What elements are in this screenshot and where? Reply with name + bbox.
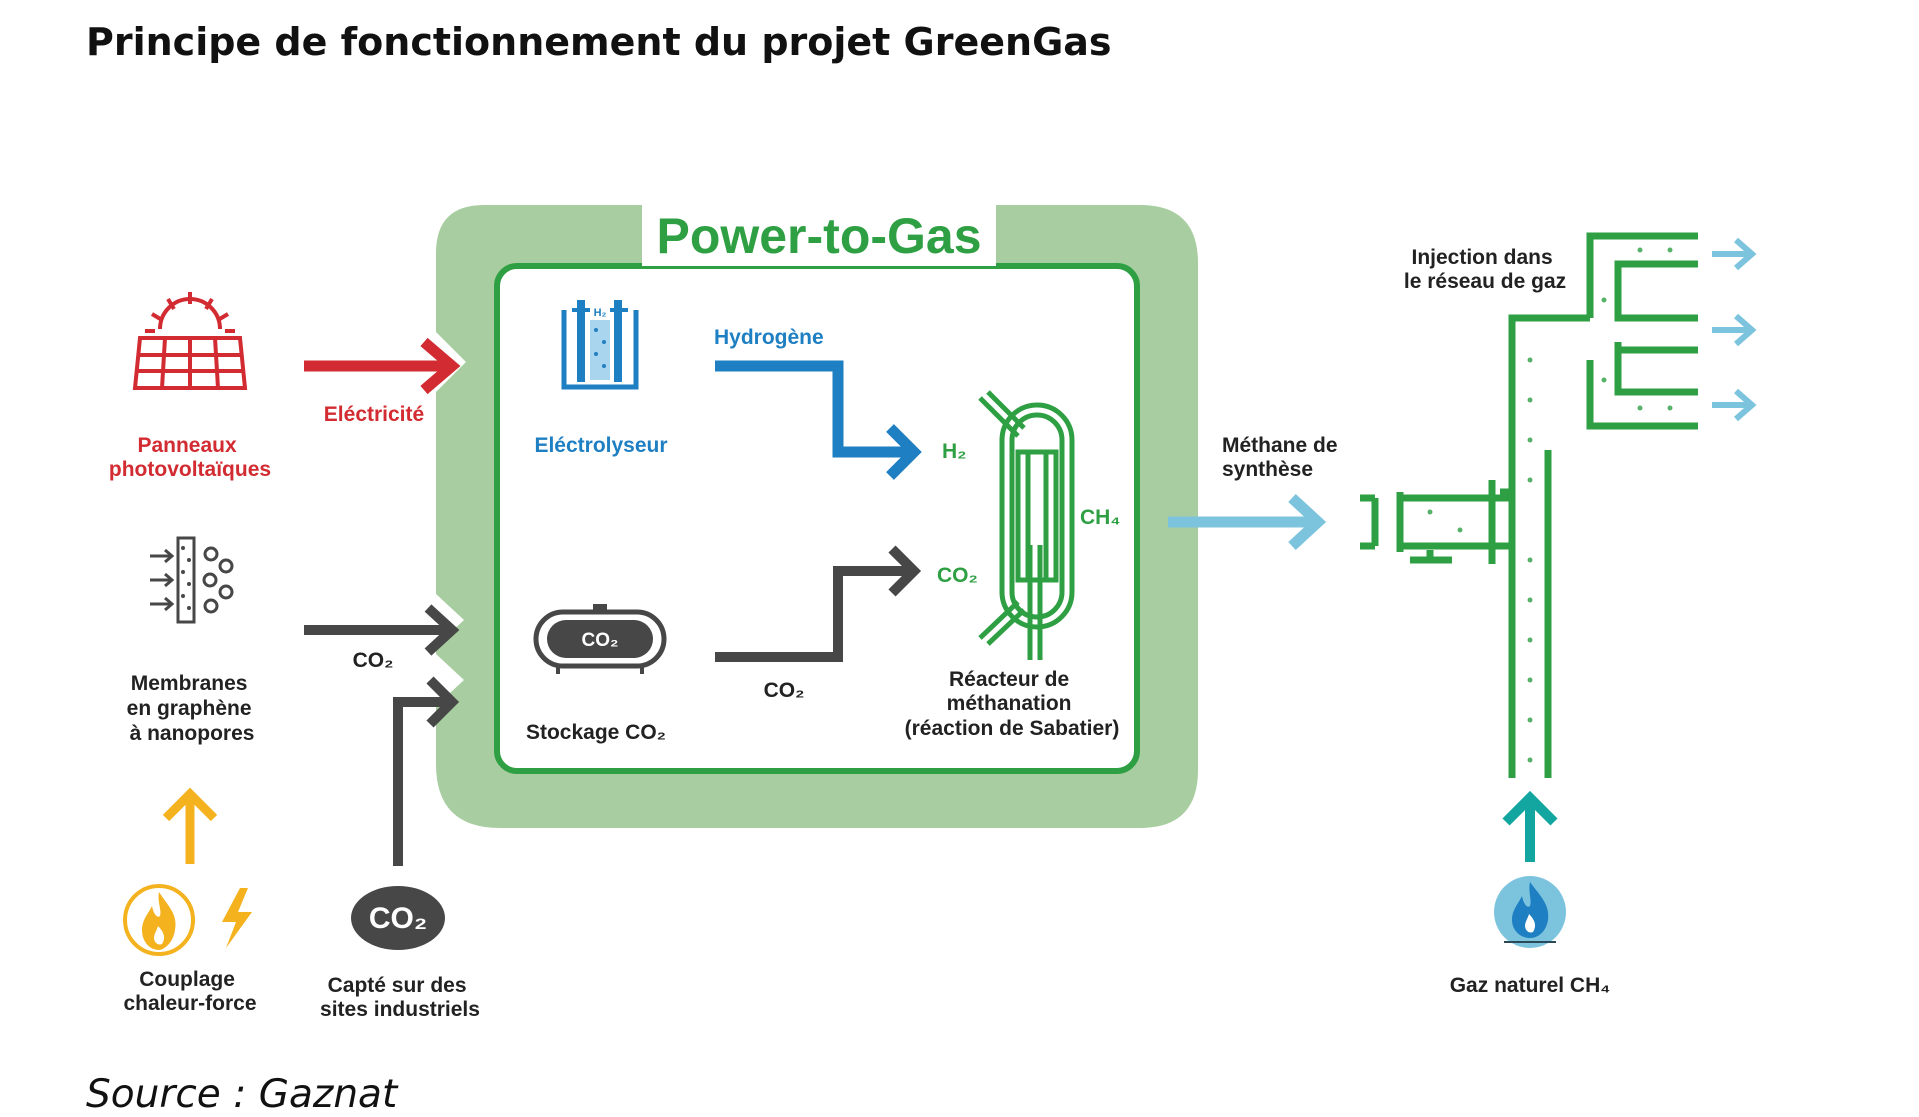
svg-text:Couplage chaleur-force: Couplage chaleur-force <box>123 968 256 1015</box>
methane-label-2: synthèse <box>1222 458 1313 481</box>
stockage-label: Stockage CO₂ <box>526 721 666 744</box>
electrolyser-icon: H₂ <box>561 300 639 390</box>
power-to-gas-frame: Power-to-Gas <box>436 200 1198 828</box>
co2-tank-icon: CO₂ <box>533 604 667 674</box>
svg-text:Injection dans le réseau d: Injection dans le réseau de gaz <box>1404 246 1566 293</box>
panneaux-label-2: photovoltaïques <box>109 458 271 481</box>
co2-tank-label: CO₂ <box>582 630 619 651</box>
natural-gas-flame-icon <box>1494 876 1566 948</box>
svg-text:Capté sur des sites indust: Capté sur des sites industriels <box>320 974 480 1021</box>
co2-badge: CO₂ <box>351 886 445 950</box>
membranes-label-2: en graphène <box>127 697 252 720</box>
page-title: Principe de fonctionnement du projet Gre… <box>86 20 1112 64</box>
ch4-reactor-label: CH₄ <box>1080 506 1120 529</box>
co2-reactor-label: CO₂ <box>937 564 978 587</box>
methane-label-1: Méthane de <box>1222 434 1338 457</box>
lightning-icon <box>222 888 252 948</box>
co2-badge-label: CO₂ <box>369 902 427 935</box>
hydrogen-arrow <box>715 360 922 480</box>
svg-text:Membranes en graphène: Membranes en graphène à nanopores <box>127 672 258 745</box>
co2-membrane-label: CO₂ <box>353 649 394 672</box>
electrolyser-h2-label: H₂ <box>594 307 607 319</box>
reactor-icon <box>978 390 1075 660</box>
reacteur-label-2: méthanation <box>947 692 1072 715</box>
electrolyseur-label: Eléctrolyseur <box>534 434 667 457</box>
chp-up-arrow <box>162 787 218 864</box>
capte-label-1: Capté sur des <box>328 974 467 997</box>
electricity-arrow <box>304 337 461 395</box>
svg-text:Panneaux photovoltaïques: Panneaux photovoltaïques <box>109 434 271 481</box>
co2-capture-arrow <box>393 676 460 866</box>
couplage-label-2: chaleur-force <box>123 992 256 1015</box>
svg-text:Méthane de synthèse: Méthane de synthèse <box>1222 434 1343 481</box>
electricite-label: Eléctricité <box>324 403 424 426</box>
co2-membrane-arrow <box>304 604 460 656</box>
injection-label-2: le réseau de gaz <box>1404 270 1566 293</box>
hydrogene-label: Hydrogène <box>714 326 824 349</box>
solar-panel-icon <box>132 292 248 390</box>
gaz-naturel-label: Gaz naturel CH₄ <box>1450 974 1611 997</box>
natural-gas-up-arrow <box>1502 790 1558 862</box>
co2-reactor-arrow <box>715 545 922 662</box>
h2-reactor-label: H₂ <box>942 440 967 463</box>
couplage-label-1: Couplage <box>139 968 235 991</box>
membranes-label-3: à nanopores <box>130 722 255 745</box>
reacteur-label-1: Réacteur de <box>949 668 1069 691</box>
flame-icon <box>123 884 195 956</box>
output-arrows <box>1712 237 1757 422</box>
source-caption: Source : Gaznat <box>86 1072 398 1117</box>
reacteur-label-3: (réaction de Sabatier) <box>905 717 1120 740</box>
co2-pipe-label: CO₂ <box>764 679 805 702</box>
svg-text:Réacteur de méthanation: Réacteur de méthanation (réaction de Sab… <box>905 668 1120 740</box>
gas-network-icon <box>1360 232 1698 778</box>
capte-label-2: sites industriels <box>320 998 480 1021</box>
membranes-label-1: Membranes <box>131 672 248 695</box>
membrane-icon <box>150 536 234 624</box>
injection-label-1: Injection dans <box>1411 246 1552 269</box>
synthetic-methane-arrow <box>1168 493 1327 551</box>
power-to-gas-title: Power-to-Gas <box>656 208 981 264</box>
panneaux-label-1: Panneaux <box>137 434 237 457</box>
